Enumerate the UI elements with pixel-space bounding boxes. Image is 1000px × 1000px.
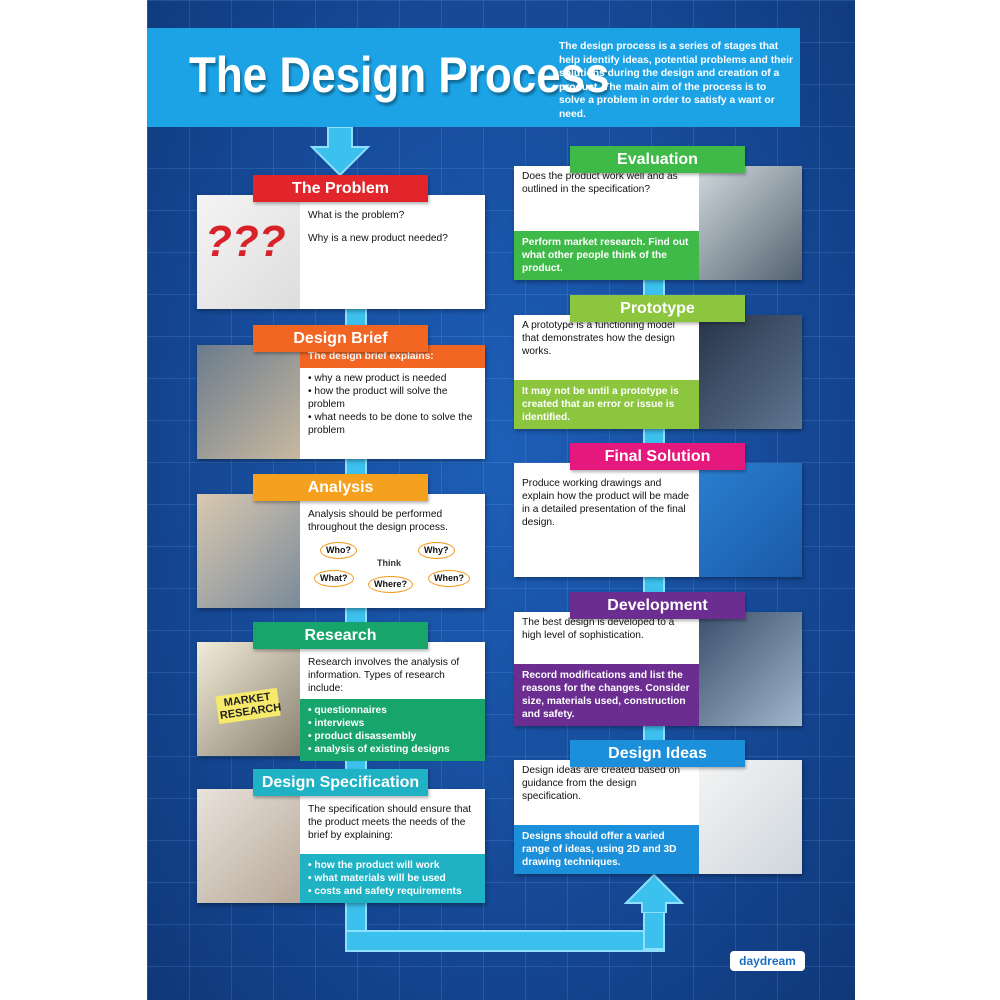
mind-map-center: Think xyxy=(372,556,406,571)
poster: The Design Process The design process is… xyxy=(147,0,855,1000)
card-text: Research involves the analysis of inform… xyxy=(300,642,485,761)
card-final-solution: Produce working drawings and explain how… xyxy=(514,463,802,577)
bullet-item: costs and safety requirements xyxy=(308,885,477,898)
pipe-bottom xyxy=(345,930,665,952)
team-with-papers-image xyxy=(197,494,300,608)
bullet-list: why a new product is neededhow the produ… xyxy=(308,372,477,437)
text-block: Research involves the analysis of inform… xyxy=(308,657,460,694)
bullet-item: questionnaires xyxy=(308,704,477,717)
image-caption: MARKET RESEARCH xyxy=(215,687,282,725)
text-block: Produce working drawings and explain how… xyxy=(522,478,690,528)
card-design-ideas: Design ideas are created based on guidan… xyxy=(514,760,802,874)
daydream-logo: daydream xyxy=(730,951,805,971)
bullet-item: why a new product is needed xyxy=(308,372,477,385)
mind-map: Think Who? Why? What? When? Where? xyxy=(306,538,479,593)
question-marks-figure-image: ??? xyxy=(197,195,300,309)
bullet-item: how the product will work xyxy=(308,859,477,872)
card-design-specification: The specification should ensure that the… xyxy=(197,789,485,903)
text-block: The specification should ensure that the… xyxy=(308,804,472,841)
text-block: A prototype is a functioning model that … xyxy=(522,320,675,357)
highlight-block: Perform market research. Find out what o… xyxy=(514,231,699,280)
card-prototype: A prototype is a functioning model that … xyxy=(514,315,802,429)
text-block: why a new product is neededhow the produ… xyxy=(300,368,485,441)
car-testing-cones-image xyxy=(699,166,802,280)
card-development: The best design is developed to a high l… xyxy=(514,612,802,726)
mind-map-node: Who? xyxy=(320,542,357,559)
text-block: Design ideas are created based on guidan… xyxy=(522,765,681,802)
mind-map-node: Where? xyxy=(368,576,414,593)
mind-map-node: Why? xyxy=(418,542,455,559)
arrow-up-icon xyxy=(624,873,684,913)
charts-on-desk-image xyxy=(197,789,300,903)
card-the-problem: ??? What is the problem? Why is a new prod… xyxy=(197,195,485,309)
card-text: What is the problem? Why is a new product… xyxy=(300,195,485,309)
text-block: Analysis should be performed throughout … xyxy=(308,509,448,533)
logo-text: daydream xyxy=(739,954,796,968)
people-at-laptop-image xyxy=(197,345,300,459)
card-text: Produce working drawings and explain how… xyxy=(514,463,699,577)
highlight-block: Designs should offer a varied range of i… xyxy=(514,825,699,874)
card-text: The specification should ensure that the… xyxy=(300,789,485,903)
card-text: The design brief explains:why a new prod… xyxy=(300,345,485,459)
designer-at-computer-image xyxy=(699,612,802,726)
bullet-item: interviews xyxy=(308,717,477,730)
banner-development: Development xyxy=(570,592,745,619)
text-block: Why is a new product needed? xyxy=(308,233,448,244)
header-banner: The Design Process The design process is… xyxy=(147,28,800,127)
page-title: The Design Process xyxy=(189,47,610,103)
banner-design-specification: Design Specification xyxy=(253,769,428,796)
banner-analysis: Analysis xyxy=(253,474,428,501)
text-block: What is the problem? xyxy=(308,210,405,221)
bullet-item: what materials will be used xyxy=(308,872,477,885)
highlight-block: how the product will workwhat materials … xyxy=(300,854,485,903)
highlight-block: questionnairesinterviewsproduct disassem… xyxy=(300,699,485,761)
card-analysis: Analysis should be performed throughout … xyxy=(197,494,485,608)
card-design-brief: The design brief explains:why a new prod… xyxy=(197,345,485,459)
banner-final-solution: Final Solution xyxy=(570,443,745,470)
banner-design-brief: Design Brief xyxy=(253,325,428,352)
car-sketch-image xyxy=(699,760,802,874)
banner-design-ideas: Design Ideas xyxy=(570,740,745,767)
image-caption: ??? xyxy=(205,217,286,266)
text-block: The best design is developed to a high l… xyxy=(522,617,675,641)
card-text: A prototype is a functioning model that … xyxy=(514,315,699,429)
highlight-block: Record modifications and list the reason… xyxy=(514,664,699,726)
bullet-item: what needs to be done to solve the probl… xyxy=(308,411,477,437)
card-text: Analysis should be performed throughout … xyxy=(300,494,485,608)
market-research-notes-image: MARKET RESEARCH xyxy=(197,642,300,756)
mind-map-node: When? xyxy=(428,570,470,587)
car-blueprint-image xyxy=(699,463,802,577)
card-research: MARKET RESEARCH Research involves the ana… xyxy=(197,642,485,761)
intro-text: The design process is a series of stages… xyxy=(559,41,794,120)
banner-research: Research xyxy=(253,622,428,649)
card-evaluation: Does the product work well and as outlin… xyxy=(514,166,802,280)
mind-map-node: What? xyxy=(314,570,354,587)
card-text: The best design is developed to a high l… xyxy=(514,612,699,726)
card-text: Design ideas are created based on guidan… xyxy=(514,760,699,874)
car-prototype-showroom-image xyxy=(699,315,802,429)
bullet-item: how the product will solve the problem xyxy=(308,385,477,411)
banner-the-problem: The Problem xyxy=(253,175,428,202)
arrow-down-icon xyxy=(310,127,370,177)
bullet-item: analysis of existing designs xyxy=(308,743,477,756)
card-text: Does the product work well and as outlin… xyxy=(514,166,699,280)
bullet-list: questionnairesinterviewsproduct disassem… xyxy=(308,704,477,756)
bullet-item: product disassembly xyxy=(308,730,477,743)
text-block: Does the product work well and as outlin… xyxy=(522,171,678,195)
highlight-block: It may not be until a prototype is creat… xyxy=(514,380,699,429)
banner-prototype: Prototype xyxy=(570,295,745,322)
bullet-list: how the product will workwhat materials … xyxy=(308,859,477,898)
banner-evaluation: Evaluation xyxy=(570,146,745,173)
